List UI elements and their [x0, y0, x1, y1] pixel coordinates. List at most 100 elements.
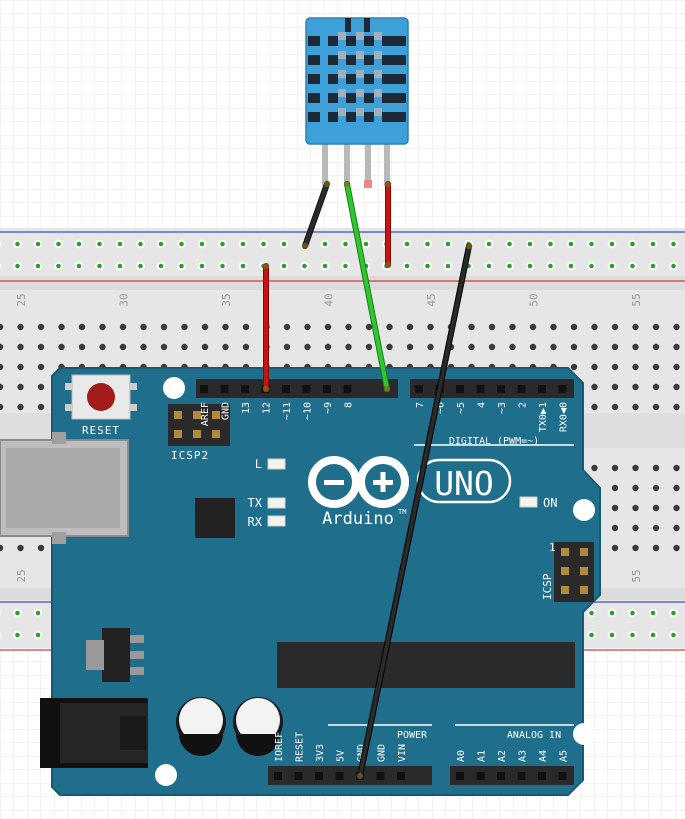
terminal-hole[interactable] — [181, 343, 188, 351]
rail-hole[interactable] — [343, 241, 348, 247]
rail-hole[interactable] — [158, 241, 164, 247]
rail-hole[interactable] — [15, 610, 20, 616]
terminal-hole[interactable] — [632, 403, 639, 411]
rail-hole[interactable] — [671, 263, 676, 269]
rail-hole[interactable] — [609, 610, 615, 616]
terminal-hole[interactable] — [652, 383, 660, 391]
rail-hole[interactable] — [609, 241, 615, 247]
terminal-hole[interactable] — [550, 343, 557, 351]
terminal-hole[interactable] — [283, 323, 291, 331]
rail-hole[interactable] — [302, 263, 307, 269]
rail-hole[interactable] — [220, 263, 225, 269]
terminal-hole[interactable] — [673, 504, 680, 512]
terminal-hole[interactable] — [652, 343, 660, 351]
terminal-hole[interactable] — [37, 343, 45, 351]
rail-hole[interactable] — [76, 241, 82, 247]
icsp-pin[interactable] — [561, 586, 569, 594]
rail-hole[interactable] — [548, 263, 553, 269]
header-pin[interactable] — [476, 385, 485, 393]
header-pin[interactable] — [200, 385, 208, 393]
terminal-hole[interactable] — [304, 323, 311, 331]
header-pin[interactable] — [315, 772, 323, 780]
terminal-hole[interactable] — [345, 323, 352, 331]
icsp-pin[interactable] — [580, 586, 588, 594]
terminal-hole[interactable] — [37, 383, 45, 391]
icsp2-pin[interactable] — [174, 430, 182, 438]
terminal-hole[interactable] — [632, 484, 639, 492]
terminal-hole[interactable] — [673, 343, 680, 351]
terminal-hole[interactable] — [17, 544, 24, 552]
header-pin[interactable] — [456, 772, 464, 780]
terminal-hole[interactable] — [632, 363, 639, 371]
terminal-hole[interactable] — [201, 323, 209, 331]
terminal-hole[interactable] — [673, 484, 680, 492]
terminal-hole[interactable] — [488, 343, 496, 351]
header-pin[interactable] — [220, 385, 229, 393]
terminal-hole[interactable] — [345, 343, 352, 351]
rail-hole[interactable] — [76, 263, 82, 269]
rail-hole[interactable] — [179, 263, 184, 269]
wire-arduino-5v-rail[interactable] — [357, 243, 472, 779]
terminal-hole[interactable] — [591, 403, 598, 411]
terminal-hole[interactable] — [652, 323, 660, 331]
terminal-hole[interactable] — [324, 323, 332, 331]
terminal-hole[interactable] — [0, 323, 4, 331]
terminal-hole[interactable] — [365, 323, 373, 331]
header-pin[interactable] — [476, 772, 485, 780]
terminal-hole[interactable] — [509, 323, 516, 331]
terminal-hole[interactable] — [591, 383, 598, 391]
terminal-hole[interactable] — [591, 323, 598, 331]
rail-hole[interactable] — [486, 241, 492, 247]
terminal-hole[interactable] — [304, 343, 311, 351]
rail-hole[interactable] — [404, 241, 410, 247]
rail-hole[interactable] — [507, 241, 512, 247]
rail-hole[interactable] — [589, 610, 594, 616]
header-pin[interactable] — [538, 385, 546, 393]
terminal-hole[interactable] — [119, 343, 127, 351]
terminal-hole[interactable] — [632, 383, 639, 391]
terminal-hole[interactable] — [78, 323, 86, 331]
rail-hole[interactable] — [322, 241, 328, 247]
rail-hole[interactable] — [56, 241, 61, 247]
icsp-pin[interactable] — [580, 567, 588, 575]
terminal-hole[interactable] — [406, 343, 414, 351]
terminal-hole[interactable] — [652, 504, 660, 512]
icsp2-pin[interactable] — [212, 411, 220, 419]
terminal-hole[interactable] — [652, 464, 660, 472]
rail-hole[interactable] — [650, 610, 656, 616]
rail-hole[interactable] — [158, 263, 164, 269]
rail-hole[interactable] — [548, 241, 553, 247]
rail-hole[interactable] — [527, 241, 533, 247]
terminal-hole[interactable] — [468, 323, 475, 331]
terminal-hole[interactable] — [427, 323, 434, 331]
terminal-hole[interactable] — [283, 343, 291, 351]
terminal-hole[interactable] — [632, 504, 639, 512]
terminal-hole[interactable] — [652, 363, 660, 371]
terminal-hole[interactable] — [242, 323, 250, 331]
terminal-hole[interactable] — [632, 524, 639, 532]
header-pin[interactable] — [397, 772, 405, 780]
terminal-hole[interactable] — [570, 343, 578, 351]
terminal-hole[interactable] — [99, 343, 106, 351]
terminal-hole[interactable] — [37, 403, 45, 411]
rail-hole[interactable] — [220, 241, 225, 247]
rail-hole[interactable] — [138, 263, 143, 269]
rail-hole[interactable] — [35, 610, 41, 616]
rail-hole[interactable] — [199, 241, 205, 247]
terminal-hole[interactable] — [140, 343, 147, 351]
rail-hole[interactable] — [671, 241, 676, 247]
rail-hole[interactable] — [486, 263, 492, 269]
terminal-hole[interactable] — [652, 524, 660, 532]
rail-hole[interactable] — [650, 263, 656, 269]
rail-hole[interactable] — [281, 241, 287, 247]
terminal-hole[interactable] — [591, 464, 598, 472]
terminal-hole[interactable] — [673, 403, 680, 411]
header-pin[interactable] — [415, 385, 423, 393]
rail-hole[interactable] — [589, 263, 594, 269]
terminal-hole[interactable] — [632, 464, 639, 472]
terminal-hole[interactable] — [529, 323, 537, 331]
icsp2-pin[interactable] — [193, 430, 201, 438]
terminal-hole[interactable] — [673, 524, 680, 532]
terminal-hole[interactable] — [0, 343, 4, 351]
terminal-hole[interactable] — [673, 383, 680, 391]
